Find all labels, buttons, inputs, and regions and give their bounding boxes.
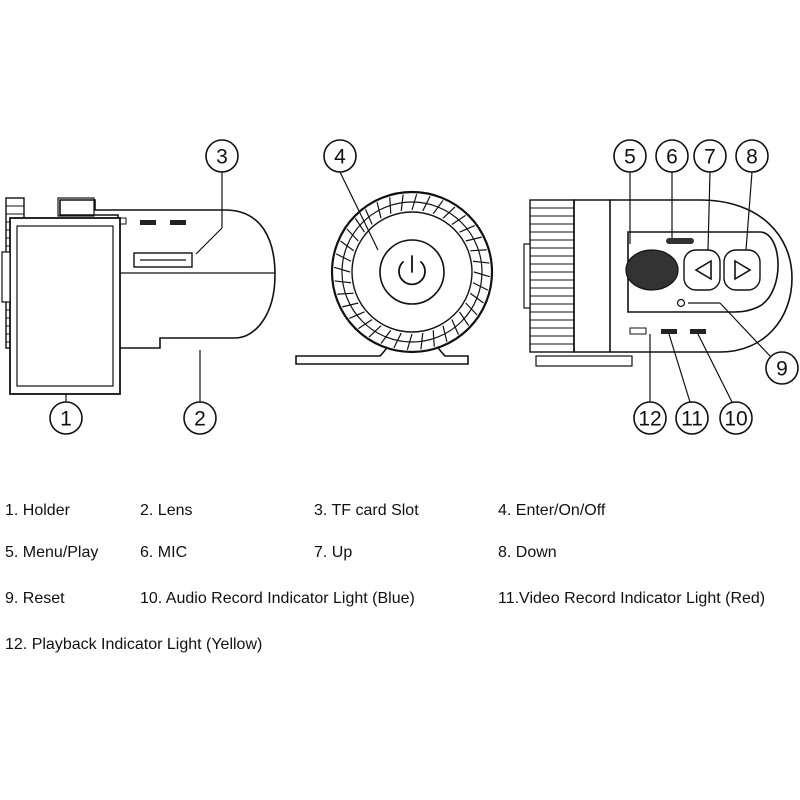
knurled-ring-right [523,199,575,353]
callout-7: 7 [693,139,727,173]
down-button [723,249,761,291]
playback-indicator [629,327,647,335]
left-arrow-icon [694,259,712,281]
svg-text:5: 5 [624,146,636,169]
knurl-teeth [333,193,491,351]
svg-text:6: 6 [666,146,678,169]
reset-hole [676,298,686,308]
callout-2: 2 [183,401,217,435]
holder-plate [9,217,121,395]
callout-10: 10 [719,401,753,435]
mic-slot [666,238,694,244]
callout-8: 8 [735,139,769,173]
callout-5: 5 [613,139,647,173]
legend-item-5: 5. Menu/Play [5,544,99,561]
video-indicator [661,329,677,334]
callout-11: 11 [675,401,709,435]
legend-item-11: 11.Video Record Indicator Light (Red) [498,590,766,607]
svg-text:9: 9 [776,358,788,381]
svg-text:7: 7 [704,146,716,169]
callout-9: 9 [765,351,799,385]
svg-text:11: 11 [681,408,703,431]
legend-item-2: 2. Lens [140,502,193,519]
camera-body-side [59,199,276,349]
svg-text:2: 2 [194,408,206,431]
svg-text:8: 8 [746,146,758,169]
legend-item-3: 3. TF card Slot [314,502,419,519]
legend-item-12: 12. Playback Indicator Light (Yellow) [5,636,263,653]
legend-item-6: 6. MIC [140,544,188,561]
svg-text:1: 1 [60,408,72,431]
audio-indicator [690,329,706,334]
legend-item-1: 1. Holder [5,502,70,519]
callout-12: 12 [633,401,667,435]
front-view [295,190,494,365]
right-arrow-icon [734,259,752,281]
svg-text:4: 4 [334,146,346,169]
power-icon [398,255,426,286]
callout-3: 3 [205,139,239,173]
svg-text:3: 3 [216,146,228,169]
callout-6: 6 [655,139,689,173]
side-view [1,197,276,395]
callout-1: 1 [49,401,83,435]
back-view [523,199,793,367]
svg-text:10: 10 [724,408,747,431]
legend-item-10: 10. Audio Record Indicator Light (Blue) [140,590,415,607]
control-panel [627,231,779,313]
legend-item-7: 7. Up [314,544,353,561]
leader-lines [65,171,771,403]
svg-text:12: 12 [638,408,661,431]
up-button [683,249,721,291]
legend-item-4: 4. Enter/On/Off [498,502,606,519]
menu-play-button [625,249,679,291]
camera-body-back [573,199,611,353]
camera-diagram: 1 2 3 4 5 6 7 8 9 10 11 12 [1,139,799,435]
legend-item-9: 9. Reset [5,590,65,607]
legend-item-8: 8. Down [498,544,557,561]
callout-4: 4 [323,139,357,173]
